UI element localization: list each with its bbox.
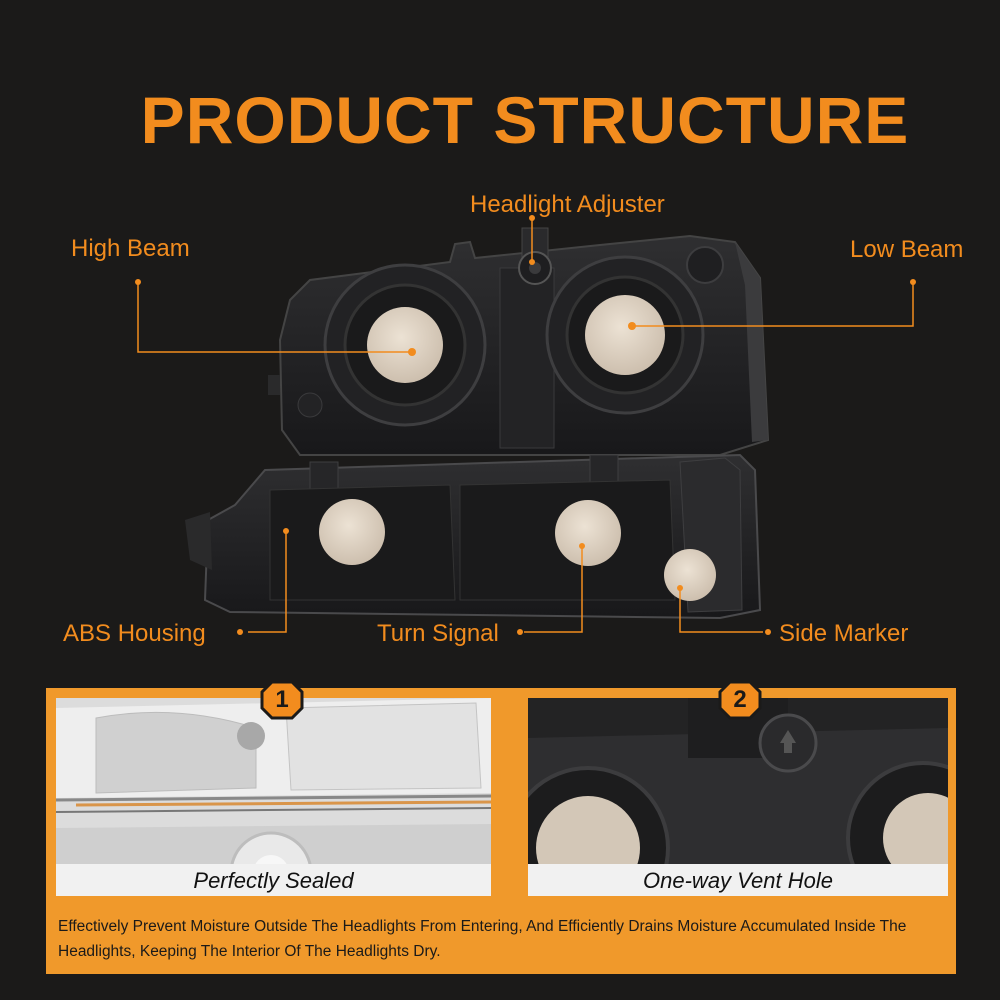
vent-hole-image xyxy=(528,698,948,892)
feature-badge-2: 2 xyxy=(718,680,762,720)
callout-turn-signal: Turn Signal xyxy=(377,620,499,647)
callout-low-beam: Low Beam xyxy=(850,236,964,263)
feature-description: Effectively Prevent Moisture Outside The… xyxy=(58,918,907,960)
callout-leader-lines xyxy=(137,218,914,633)
page-title: PRODUCT STRUCTURE xyxy=(140,83,910,157)
sealed-detail-photo xyxy=(56,698,491,892)
turn-signal-bulbs xyxy=(319,499,716,601)
adjuster-knob xyxy=(518,227,552,285)
headlight-assembly-illustration xyxy=(135,215,916,635)
callout-side-marker: Side Marker xyxy=(779,620,909,647)
caption-one-way-vent-hole: One-way Vent Hole xyxy=(528,864,948,896)
feature-number-1: 1 xyxy=(275,686,289,713)
callout-headlight-adjuster: Headlight Adjuster xyxy=(470,191,665,218)
low-beam-reflector xyxy=(545,255,705,415)
octagon-badge-icon xyxy=(260,680,304,720)
vent-detail-photo xyxy=(528,698,948,892)
high-beam-reflector xyxy=(323,263,487,427)
callout-dots xyxy=(135,215,916,635)
callout-high-beam: High Beam xyxy=(71,235,190,262)
turn-signal-housing xyxy=(185,453,762,620)
callout-abs-housing: ABS Housing xyxy=(63,620,206,647)
feature-panel: Perfectly Sealed One-way Vent Hole 1 xyxy=(46,680,956,974)
feature-number-2: 2 xyxy=(733,686,747,713)
sealed-lens-image xyxy=(56,698,491,892)
caption-perfectly-sealed: Perfectly Sealed xyxy=(56,864,491,896)
feature-badge-1: 1 xyxy=(260,680,304,720)
octagon-badge-icon xyxy=(718,680,762,720)
